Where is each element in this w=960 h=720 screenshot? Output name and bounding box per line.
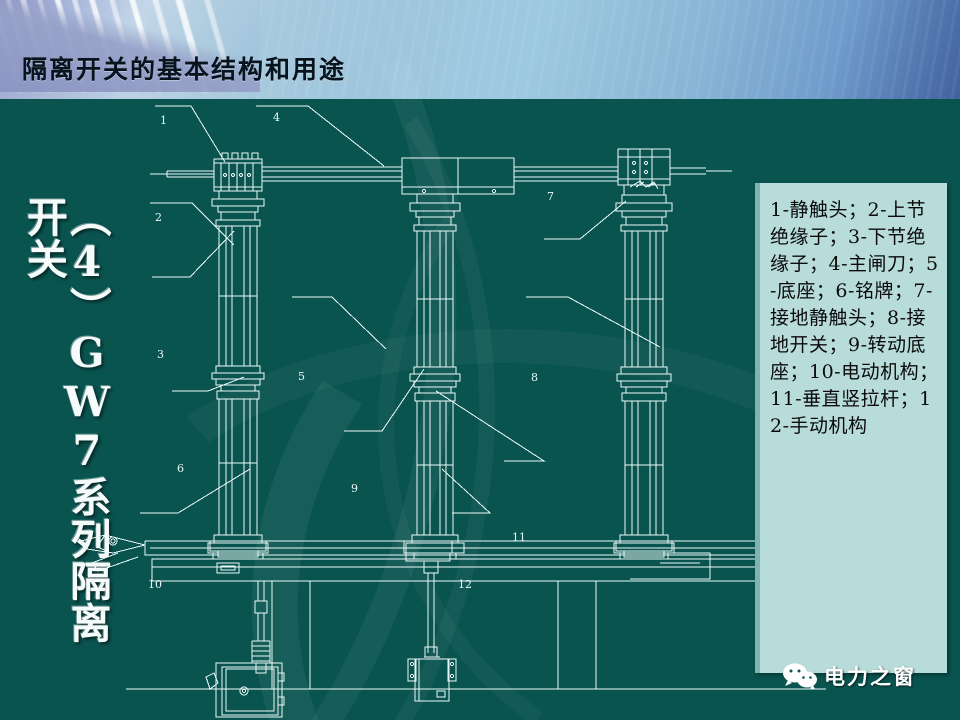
header-divider	[0, 99, 960, 101]
callout-labels: 1 2 3 4 5 6 7 8 9 10 11 12	[148, 111, 554, 591]
callout-9: 9	[351, 482, 358, 495]
header-sheen	[200, 0, 960, 101]
watermark: 电力之窗	[782, 661, 916, 691]
book-pages-photo-shade	[0, 0, 260, 92]
callout-3: 3	[157, 348, 164, 361]
callout-2: 2	[155, 211, 162, 224]
callout-7: 7	[547, 190, 554, 203]
callout-1: 1	[160, 114, 167, 127]
callout-5: 5	[298, 370, 305, 383]
callout-8: 8	[531, 371, 538, 384]
callout-6: 6	[177, 462, 184, 475]
callout-10: 10	[148, 578, 162, 591]
legend-text: 1-静触头；2-上节绝缘子；3-下节绝缘子；4-主闸刀；5-底座；6-铭牌；7-…	[770, 199, 939, 437]
wechat-icon	[783, 663, 817, 689]
page-title: 隔离开关的基本结构和用途	[22, 55, 347, 84]
callout-12: 12	[458, 578, 472, 591]
watermark-text: 电力之窗	[824, 664, 916, 689]
callout-4: 4	[273, 111, 280, 124]
callout-11: 11	[512, 531, 526, 544]
slide-header: 隔离开关的基本结构和用途	[0, 0, 960, 101]
legend-panel: 1-静触头；2-上节绝缘子；3-下节绝缘子；4-主闸刀；5-底座；6-铭牌；7-…	[755, 183, 947, 673]
